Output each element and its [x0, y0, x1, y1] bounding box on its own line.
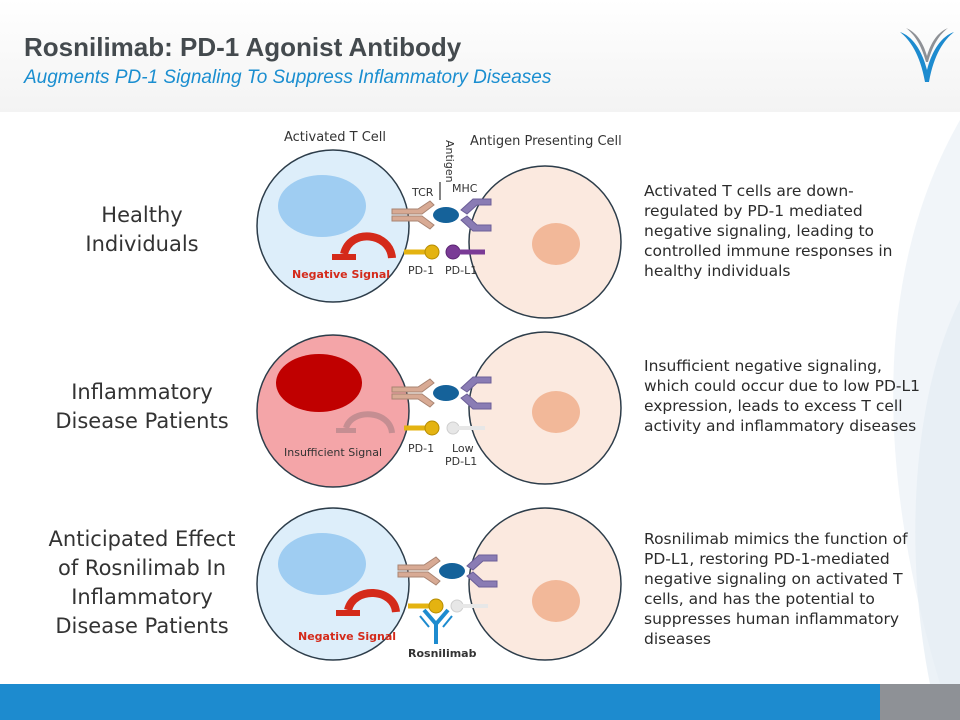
row-label-healthy: Healthy Individuals — [22, 201, 262, 259]
description-line: negative signaling on activated T — [644, 570, 903, 588]
pd1-receptor — [424, 244, 440, 260]
footer-bar-gray — [880, 684, 960, 720]
antigen-molecule — [433, 385, 459, 401]
tcr-label: TCR — [411, 186, 434, 199]
description-inflammatory: Insufficient negative signaling, which c… — [644, 356, 921, 436]
pdl1-ligand — [445, 244, 461, 260]
description-line: Insufficient negative signaling, — [644, 357, 882, 375]
description-line: activity and inflammatory diseases — [644, 417, 917, 435]
description-line: cells, and has the potential to — [644, 590, 875, 608]
rosnilimab-antibody-icon — [419, 608, 453, 644]
negative-signal-arrow — [344, 589, 400, 613]
description-line: PD-L1, restoring PD-1-mediated — [644, 550, 890, 568]
description-line: expression, leads to excess T cell — [644, 397, 903, 415]
t-cell-column-label: Activated T Cell — [284, 130, 386, 145]
signal-blocker — [336, 610, 360, 616]
description-line: regulated by PD-1 mediated — [644, 202, 863, 220]
apc-nucleus — [532, 580, 580, 622]
insufficient-signal-label: Insufficient Signal — [284, 446, 382, 459]
t-cell-nucleus-inflamed — [276, 354, 362, 412]
antigen-molecule — [433, 207, 459, 223]
low-pdl1-ligand — [450, 599, 464, 613]
description-line: Activated T cells are down- — [644, 182, 854, 200]
signal-blocker — [332, 254, 356, 260]
company-logo-icon — [900, 28, 954, 82]
t-cell-nucleus — [278, 175, 366, 237]
pd1-receptor — [424, 420, 440, 436]
pd1-label: PD-1 — [408, 264, 434, 277]
low-pdl1-label: Low — [452, 442, 474, 455]
t-cell-nucleus — [278, 533, 366, 595]
mhc-label: MHC — [452, 182, 478, 195]
row-label-line: Individuals — [85, 232, 199, 256]
footer-bar-blue — [0, 684, 880, 720]
row-label-line: Healthy — [101, 203, 183, 227]
description-healthy: Activated T cells are down- regulated by… — [644, 181, 919, 281]
negative-signal-label: Negative Signal — [292, 268, 390, 281]
page-title: Rosnilimab: PD-1 Agonist Antibody — [24, 32, 462, 62]
description-line: healthy individuals — [644, 262, 791, 280]
row-label-rosnilimab: Anticipated Effect of Rosnilimab In Infl… — [22, 525, 262, 641]
antigen-label: Antigen — [443, 140, 456, 183]
row-label-line: of Rosnilimab In — [58, 556, 226, 580]
apc-nucleus — [532, 391, 580, 433]
description-rosnilimab: Rosnilimab mimics the function of PD-L1,… — [644, 529, 919, 649]
signal-blocker-weak — [336, 428, 356, 433]
row-label-line: Inflammatory — [71, 380, 213, 404]
negative-signal-label: Negative Signal — [298, 630, 396, 643]
pd1-receptor — [428, 598, 444, 614]
row-label-inflammatory: Inflammatory Disease Patients — [22, 378, 262, 436]
row-label-line: Disease Patients — [55, 614, 229, 638]
description-line: which could occur due to low PD-L1 — [644, 377, 921, 395]
rosnilimab-label: Rosnilimab — [408, 647, 477, 660]
row-label-line: Anticipated Effect — [48, 527, 236, 551]
low-pdl1-ligand — [446, 421, 460, 435]
low-pdl1-label: PD-L1 — [445, 455, 477, 468]
description-line: diseases — [644, 630, 711, 648]
insufficient-signal-arrow — [343, 411, 395, 434]
row-label-line: Disease Patients — [55, 409, 229, 433]
antigen-molecule — [439, 563, 465, 579]
row-label-line: Inflammatory — [71, 585, 213, 609]
description-line: negative signaling, leading to — [644, 222, 875, 240]
pdl1-label: PD-L1 — [445, 264, 477, 277]
header-band — [0, 0, 960, 112]
page-subtitle: Augments PD-1 Signaling To Suppress Infl… — [24, 67, 552, 88]
negative-signal-arrow — [340, 232, 396, 259]
pd1-label: PD-1 — [408, 442, 434, 455]
apc-nucleus — [532, 223, 580, 265]
description-line: controlled immune responses in — [644, 242, 893, 260]
description-line: suppresses human inflammatory — [644, 610, 900, 628]
description-line: Rosnilimab mimics the function of — [644, 530, 908, 548]
apc-column-label: Antigen Presenting Cell — [470, 134, 622, 149]
